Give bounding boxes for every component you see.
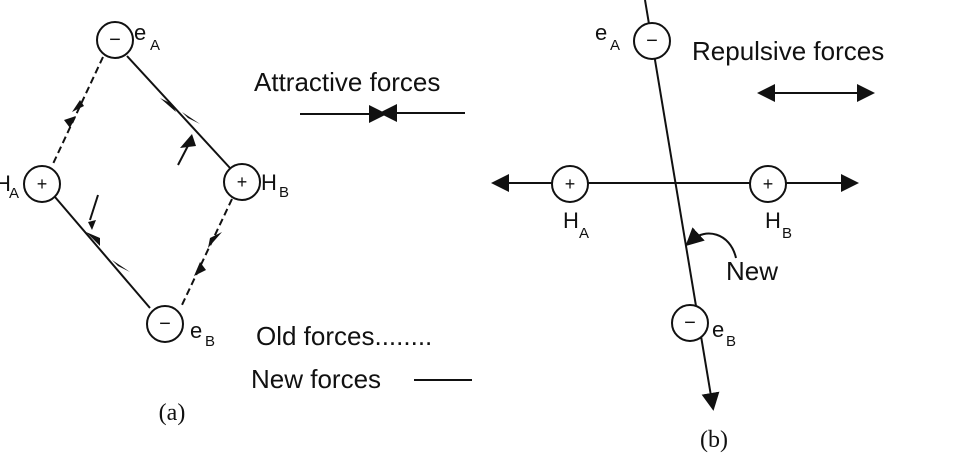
new-label: New: [726, 256, 778, 286]
label-HA: H: [563, 208, 579, 233]
label-eB: e: [190, 318, 202, 343]
plus-sign: +: [763, 174, 774, 194]
rotation-arrowhead-lower: [88, 220, 96, 230]
label-eA: e: [134, 20, 146, 45]
proton-HB: [749, 165, 787, 203]
rotation-arrow-lower: [89, 194, 99, 221]
legend: Attractive forces Old forces........ New…: [251, 67, 472, 394]
label-eA-sub: A: [150, 37, 160, 54]
caption-b: (b): [700, 427, 728, 453]
electron-eB: [671, 304, 709, 342]
label-eA-sub: A: [610, 37, 620, 54]
old-force-line-HB-eB: [180, 198, 233, 308]
old-force-line-eA-HA: [51, 56, 104, 167]
label-HA-sub: A: [9, 185, 19, 202]
label-HB-sub: B: [782, 225, 792, 242]
label-eB-sub: B: [726, 333, 736, 350]
plus-sign: +: [565, 174, 576, 194]
label-HB: H: [261, 170, 277, 195]
label-HB: H: [765, 208, 781, 233]
attractive-forces-label: Attractive forces: [254, 67, 440, 97]
repulsive-forces-label: Repulsive forces: [692, 36, 884, 66]
caption-a: (a): [159, 400, 186, 426]
minus-sign: −: [684, 312, 696, 334]
proton-HA: [551, 165, 589, 203]
plus-sign: +: [37, 174, 48, 194]
rotation-arrow-upper: [177, 137, 193, 166]
new-force-line-eA-HB: [126, 55, 231, 169]
minus-sign: −: [646, 30, 658, 52]
label-eB: e: [712, 317, 724, 342]
minus-sign: −: [159, 313, 171, 335]
proton-HA: [23, 165, 61, 203]
label-HA-sub: A: [579, 225, 589, 242]
electron-eA: [96, 21, 134, 59]
label-HA: H: [0, 171, 11, 196]
panel-a: − e A + H A + H B − e B (a): [0, 20, 289, 426]
electron-eA: [633, 22, 671, 60]
label-eB-sub: B: [205, 333, 215, 350]
electron-eB: [146, 305, 184, 343]
new-forces-label: New forces: [251, 364, 381, 394]
label-eA: e: [595, 20, 607, 45]
new-force-line-HA-eB: [54, 196, 151, 309]
panel-b: − e A + H A + H B − e B New Repulsive fo…: [491, 0, 884, 453]
arrowheads-eA-HB: [160, 98, 200, 148]
new-pointer-arrow: [685, 227, 737, 259]
arrowheads-HB-eB: [194, 232, 222, 276]
arrowheads-eA-HA: [64, 100, 84, 128]
plus-sign: +: [237, 172, 248, 192]
arrowheads-HA-eB: [86, 208, 130, 272]
label-HB-sub: B: [279, 184, 289, 201]
minus-sign: −: [109, 29, 121, 51]
proton-HB: [223, 163, 261, 201]
old-forces-label: Old forces........: [256, 321, 432, 351]
